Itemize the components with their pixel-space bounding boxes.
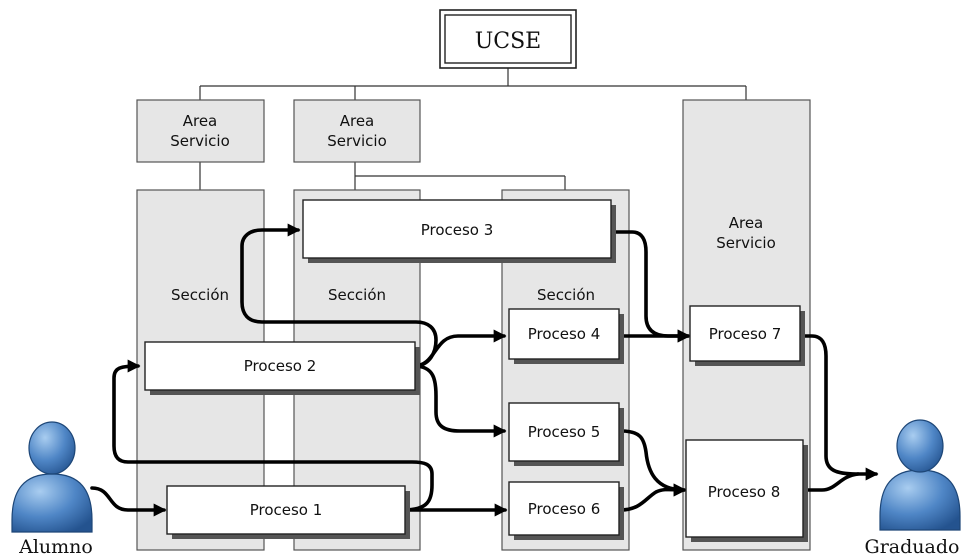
process-8-label: Proceso 8 (708, 483, 781, 501)
service-area-1-line1: Area (183, 112, 218, 130)
arrow-p5-to-p8 (619, 429, 687, 497)
graduado-person-icon (879, 419, 961, 531)
process-3: Proceso 3 (302, 199, 616, 263)
alumno-person-icon (11, 421, 93, 533)
process-8: Proceso 8 (685, 439, 808, 542)
service-area-1: Area Servicio (136, 99, 265, 163)
arrow-p2-to-p5 (412, 364, 507, 438)
service-area-1-line2: Servicio (170, 132, 230, 150)
arrow-p7-to-graduado (800, 334, 879, 481)
process-1: Proceso 1 (166, 485, 410, 539)
ucse-title: UCSE (475, 29, 542, 54)
process-4: Proceso 4 (508, 308, 624, 364)
process-7: Proceso 7 (689, 305, 805, 366)
process-4-label: Proceso 4 (528, 325, 601, 343)
alumno-label: Alumno (18, 536, 93, 556)
process-5: Proceso 5 (508, 402, 624, 466)
process-3-label: Proceso 3 (421, 221, 494, 239)
flow-arrows (90, 223, 879, 517)
arrow-p2-to-p3 (240, 223, 438, 368)
process-6: Proceso 6 (508, 481, 624, 540)
arrow-p6-to-p8 (619, 483, 687, 512)
process-7-label: Proceso 7 (709, 325, 782, 343)
graduado-label: Graduado (865, 536, 960, 556)
service-area-3-line1: Area (729, 214, 764, 232)
process-6-label: Proceso 6 (528, 500, 601, 518)
process-1-label: Proceso 1 (250, 501, 323, 519)
process-2-label: Proceso 2 (244, 357, 317, 375)
arrow-p8-to-graduado (803, 472, 860, 492)
service-area-2-line2: Servicio (327, 132, 387, 150)
process-5-label: Proceso 5 (528, 423, 601, 441)
section-label-1: Sección (171, 286, 229, 304)
service-area-2: Area Servicio (293, 99, 421, 163)
section-label-2: Sección (328, 286, 386, 304)
section-label-3: Sección (537, 286, 595, 304)
ucse-box: UCSE (439, 9, 577, 69)
service-area-3-line2: Servicio (716, 234, 776, 252)
service-area-2-line1: Area (340, 112, 375, 130)
arrow-p1-to-p2 (112, 359, 434, 512)
org-connectors (199, 68, 747, 190)
process-2: Proceso 2 (144, 341, 420, 395)
arrow-alumno-to-p1 (90, 486, 167, 517)
